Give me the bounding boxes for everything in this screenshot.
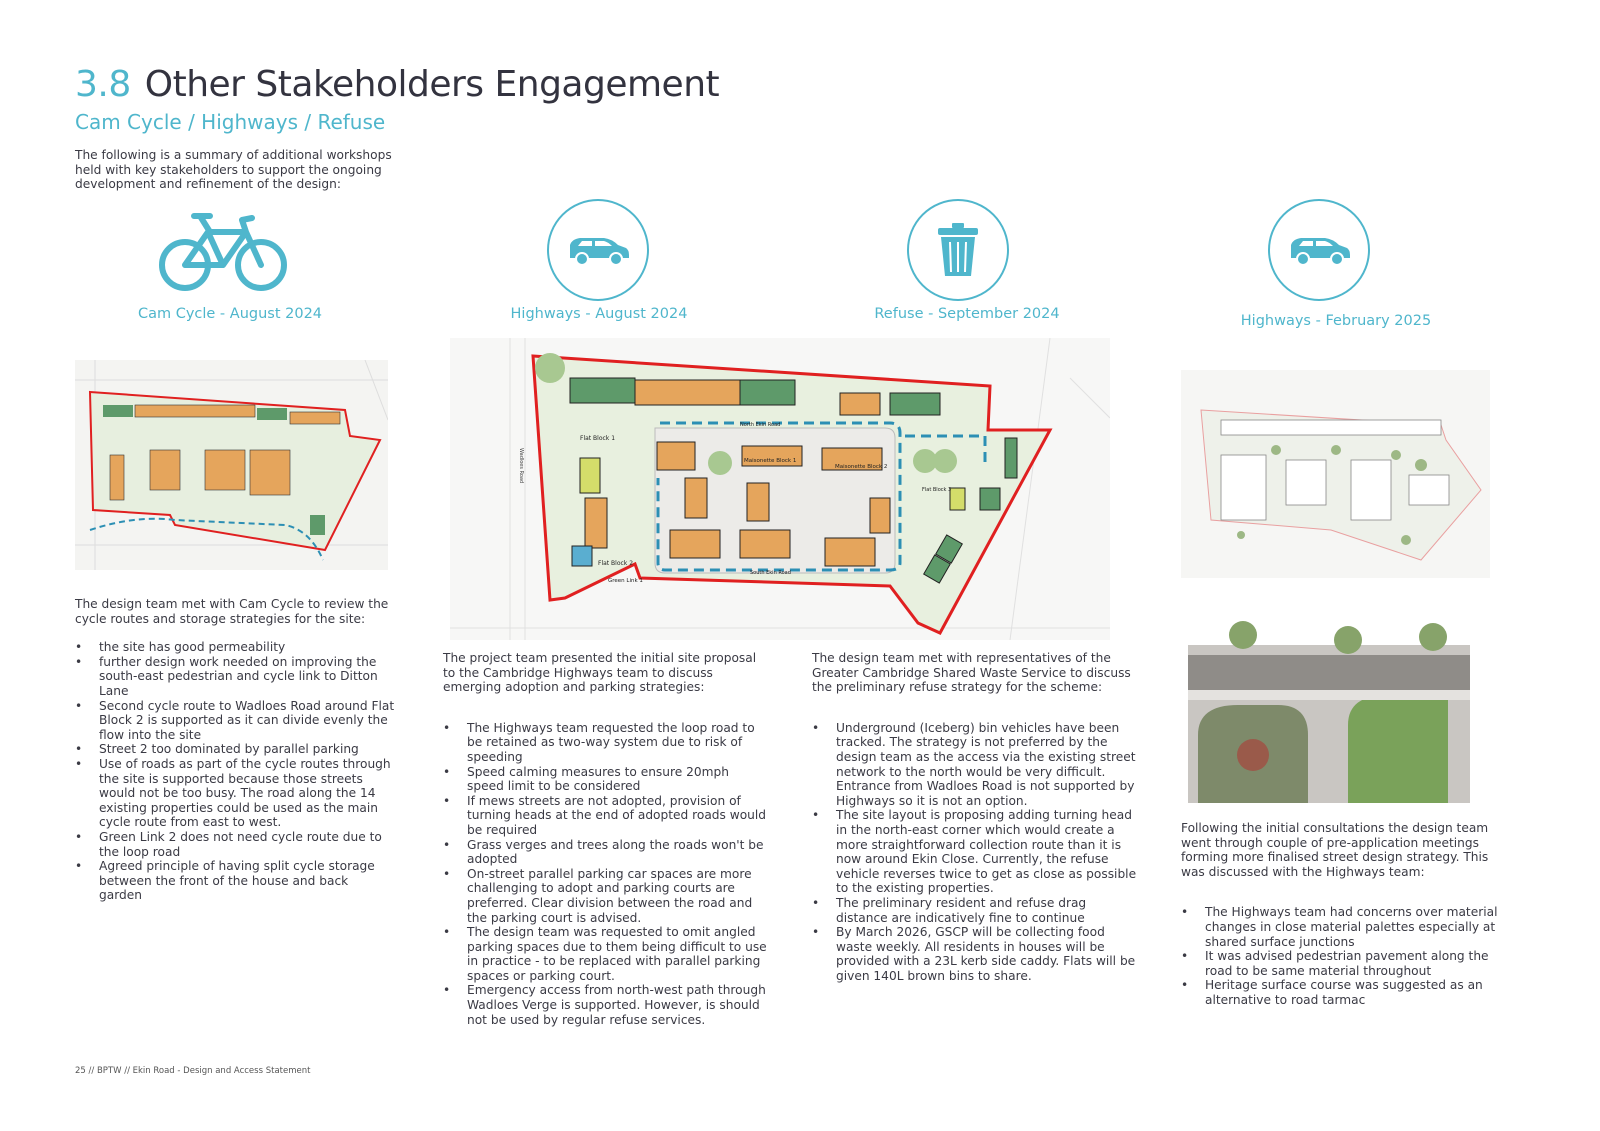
maisonette-2-label: Maisonette Block 2 (835, 464, 887, 470)
trash-bin-icon (938, 223, 978, 276)
title-text: Other Stakeholders Engagement (144, 64, 720, 105)
street-junction-render (1188, 595, 1470, 803)
list-item: Street 2 too dominated by parallel parki… (75, 742, 395, 757)
page-subtitle: Cam Cycle / Highways / Refuse (75, 110, 386, 134)
list-item: Use of roads as part of the cycle routes… (75, 757, 395, 830)
highways-aug-label: Highways - August 2024 (510, 306, 688, 322)
refuse-label: Refuse - September 2024 (874, 306, 1060, 322)
cam-cycle-bullets: the site has good permeability further d… (75, 640, 395, 903)
cam-cycle-site-plan (75, 360, 388, 570)
maisonette-1-label: Maisonette Block 1 (744, 458, 796, 464)
page-title: 3.8 Other Stakeholders Engagement (75, 64, 720, 105)
page-footer: 25 // BPTW // Ekin Road - Design and Acc… (75, 1066, 311, 1076)
list-item: On-street parallel parking car spaces ar… (443, 867, 768, 925)
list-item: The preliminary resident and refuse drag… (812, 896, 1137, 925)
list-item: The design team was requested to omit an… (443, 925, 768, 983)
refuse-bullets: Underground (Iceberg) bin vehicles have … (812, 721, 1137, 984)
section-number: 3.8 (75, 64, 131, 105)
street-design-plan (1181, 370, 1490, 578)
car-icon (570, 238, 629, 266)
list-item: Grass verges and trees along the roads w… (443, 838, 768, 867)
highways-icon-circle-2 (1268, 199, 1370, 301)
highways-aug-intro: The project team presented the initial s… (443, 651, 757, 695)
list-item: By March 2026, GSCP will be collecting f… (812, 925, 1137, 983)
highways-aug-bullets: The Highways team requested the loop roa… (443, 721, 768, 1027)
list-item: The Highways team had concerns over mate… (1181, 905, 1501, 949)
list-item: Underground (Iceberg) bin vehicles have … (812, 721, 1137, 809)
list-item: If mews streets are not adopted, provisi… (443, 794, 768, 838)
highways-icon-circle (547, 199, 649, 301)
list-item: Green Link 2 does not need cycle route d… (75, 830, 395, 859)
highways-feb-label: Highways - February 2025 (1240, 313, 1432, 329)
highways-site-plan: Flat Block 1 Flat Block 2 Flat Block 3 M… (450, 338, 1110, 640)
car-icon (1291, 238, 1350, 266)
list-item: The Highways team requested the loop roa… (443, 721, 768, 765)
flat-block-3-label: Flat Block 3 (922, 487, 951, 493)
north-road-label: North Ekin Road (740, 422, 780, 428)
list-item: the site has good permeability (75, 640, 395, 655)
cam-cycle-summary: The design team met with Cam Cycle to re… (75, 597, 395, 903)
list-item: It was advised pedestrian pavement along… (1181, 949, 1501, 978)
list-item: The site layout is proposing adding turn… (812, 808, 1137, 896)
cam-cycle-label: Cam Cycle - August 2024 (137, 306, 323, 322)
intro-text: The following is a summary of additional… (75, 148, 392, 192)
list-item: further design work needed on improving … (75, 655, 395, 699)
refuse-summary: The design team met with representatives… (812, 651, 1137, 983)
highways-feb-summary: Following the initial consultations the … (1181, 821, 1501, 1008)
list-item: Emergency access from north-west path th… (443, 983, 768, 1027)
flat-block-2-label: Flat Block 2 (598, 560, 633, 567)
bicycle-icon (158, 210, 288, 292)
highways-feb-bullets: The Highways team had concerns over mate… (1181, 905, 1501, 1007)
list-item: Heritage surface course was suggested as… (1181, 978, 1501, 1007)
wadloes-road-label: Wadloes Road (518, 448, 524, 483)
green-link-1-label: Green Link 1 (608, 578, 643, 584)
cam-cycle-intro: The design team met with Cam Cycle to re… (75, 597, 389, 626)
highways-feb-intro: Following the initial consultations the … (1181, 821, 1489, 879)
refuse-intro: The design team met with representatives… (812, 651, 1131, 695)
flat-block-1-label: Flat Block 1 (580, 435, 615, 442)
list-item: Speed calming measures to ensure 20mph s… (443, 765, 768, 794)
highways-aug-summary: The project team presented the initial s… (443, 651, 768, 1027)
refuse-icon-circle (907, 199, 1009, 301)
list-item: Second cycle route to Wadloes Road aroun… (75, 699, 395, 743)
list-item: Agreed principle of having split cycle s… (75, 859, 395, 903)
south-road-label: South Ekin Road (750, 570, 791, 576)
